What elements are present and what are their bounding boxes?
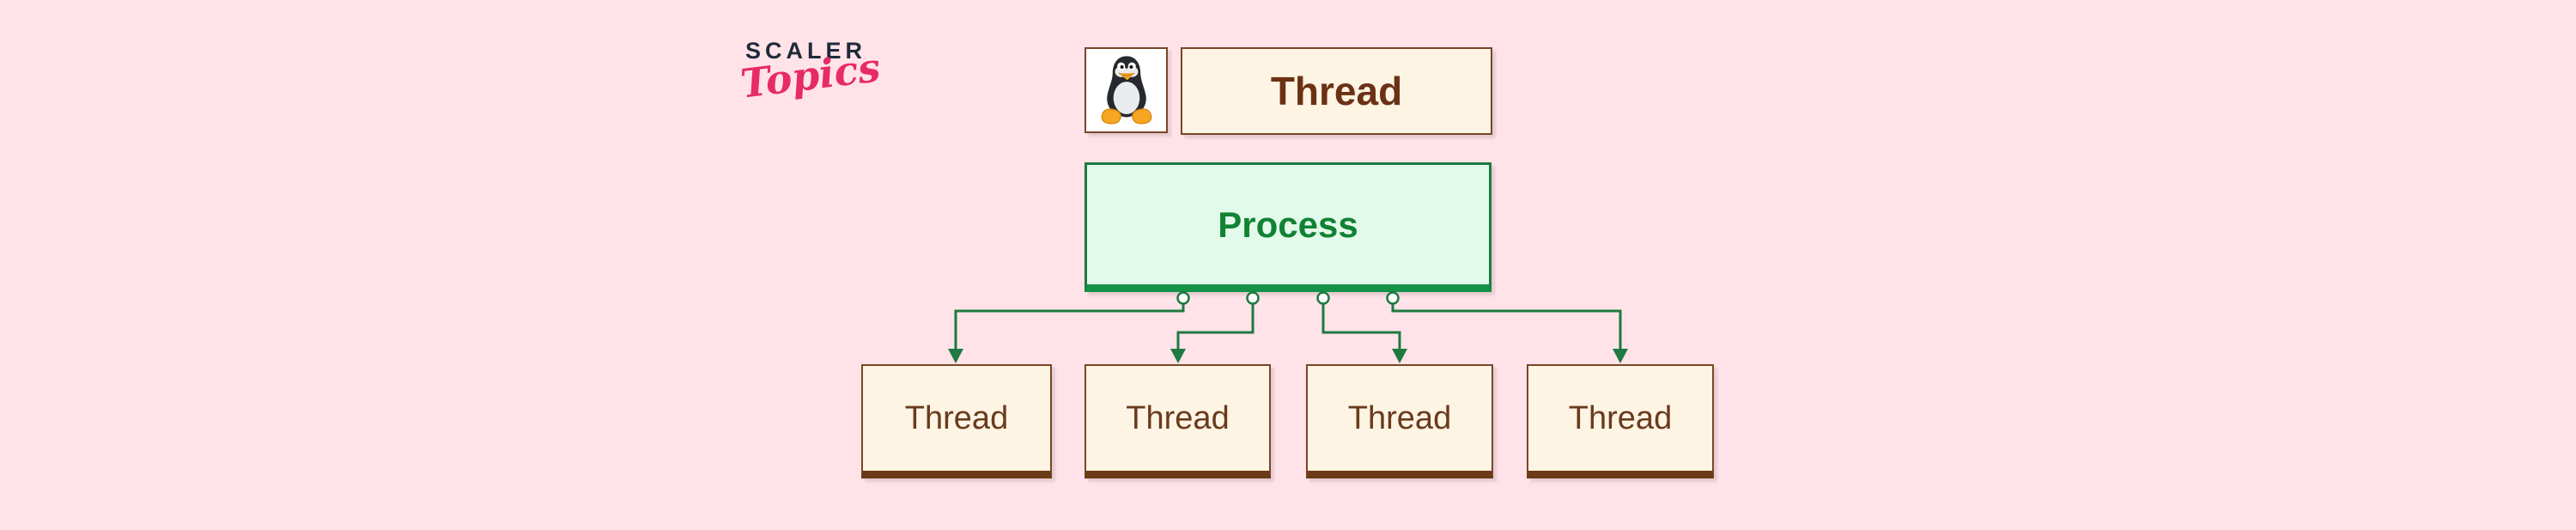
linux-icon-box xyxy=(1084,47,1168,133)
diagram-title: Thread xyxy=(1270,69,1403,113)
thread-node-2: Thread xyxy=(1084,364,1271,478)
port-circle-icon xyxy=(1386,291,1400,305)
arrowhead-icon xyxy=(1392,349,1407,363)
process-node: Process xyxy=(1084,162,1492,292)
connector-path-4 xyxy=(1391,302,1622,350)
port-circle-icon xyxy=(1176,291,1190,305)
connector-path-2 xyxy=(1176,302,1255,350)
process-label: Process xyxy=(1218,204,1358,245)
connector-path-1 xyxy=(954,302,1185,350)
thread-node-1: Thread xyxy=(861,364,1052,478)
logo-brand-text: SCALER xyxy=(745,38,867,64)
port-circle-icon xyxy=(1246,291,1260,305)
scaler-topics-logo: SCALER Topics xyxy=(738,38,884,107)
arrowhead-icon xyxy=(948,349,963,363)
thread-label: Thread xyxy=(1347,399,1452,436)
thread-label: Thread xyxy=(1126,399,1230,436)
arrowhead-icon xyxy=(1170,349,1186,363)
thread-label: Thread xyxy=(904,399,1009,436)
thread-label: Thread xyxy=(1568,399,1673,436)
thread-node-3: Thread xyxy=(1306,364,1493,478)
thread-node-4: Thread xyxy=(1527,364,1714,478)
diagram-title-box: Thread xyxy=(1181,47,1492,135)
port-circle-icon xyxy=(1316,291,1330,305)
arrowhead-icon xyxy=(1613,349,1628,363)
tux-penguin-icon xyxy=(1101,56,1151,125)
connector-path-3 xyxy=(1321,302,1401,350)
